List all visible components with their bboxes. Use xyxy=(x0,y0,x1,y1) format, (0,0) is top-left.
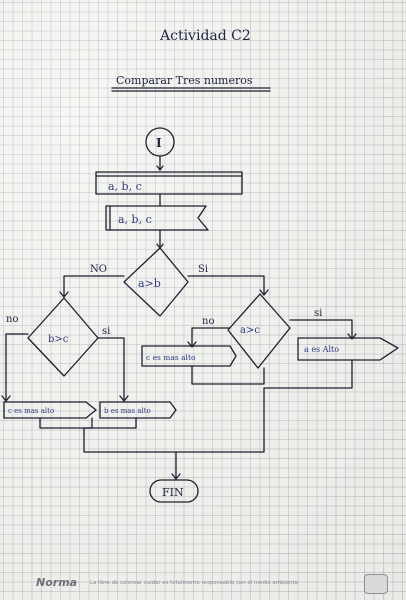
branch-si-3 xyxy=(289,319,353,339)
start-label: I xyxy=(156,136,162,150)
merge-decision3-left xyxy=(191,365,265,385)
input-label: a, b, c xyxy=(108,180,142,193)
label-no-3: no xyxy=(202,316,214,327)
end-label: FIN xyxy=(162,486,184,499)
branch-no-3 xyxy=(191,327,231,347)
decision-a-gt-b xyxy=(123,247,189,317)
label-no-2: no xyxy=(6,314,18,325)
output-box xyxy=(105,205,209,231)
branch-no-2 xyxy=(5,333,29,401)
branch-si-1 xyxy=(187,275,265,295)
branch-no-1 xyxy=(63,275,125,297)
label-si-2: si xyxy=(102,326,110,337)
decision-a-gt-c xyxy=(227,293,291,369)
decision-b-gt-c xyxy=(27,297,99,377)
decision-1-label: a>b xyxy=(138,277,161,290)
decision-2-label: b>c xyxy=(48,334,69,345)
page-title: Actividad C2 xyxy=(159,28,251,44)
page-subtitle: Comparar Tres numeros xyxy=(116,74,253,87)
decision-3-label: a>c xyxy=(240,325,260,336)
out-b-box xyxy=(99,401,177,419)
out-c-mid-box xyxy=(141,345,237,367)
footer-brand: Norma xyxy=(36,576,78,589)
merge-right-to-end xyxy=(175,387,265,453)
end-node xyxy=(149,479,199,503)
out-a-label: a es Alto xyxy=(304,345,339,354)
merge-decision3-right xyxy=(263,359,353,389)
out-c-mid-label: c es mas alto xyxy=(146,353,196,362)
label-no-1: NO xyxy=(90,264,107,275)
label-si-3: si xyxy=(314,308,322,319)
branch-si-2 xyxy=(97,337,125,401)
merge-left-to-end xyxy=(83,417,177,453)
label-si-1: Si xyxy=(198,264,208,275)
input-box xyxy=(95,171,243,195)
out-c-left-label: c es mas alto xyxy=(8,407,54,415)
out-b-label: b es mas alto xyxy=(104,407,151,415)
output-label: a, b, c xyxy=(118,213,152,226)
out-a-box xyxy=(297,337,399,361)
footer-text: La libre de colorear cuidar es totalment… xyxy=(90,580,299,586)
merge-left-boxes xyxy=(39,417,93,429)
footer-logo-icon xyxy=(364,574,388,594)
out-c-left-box xyxy=(3,401,97,419)
